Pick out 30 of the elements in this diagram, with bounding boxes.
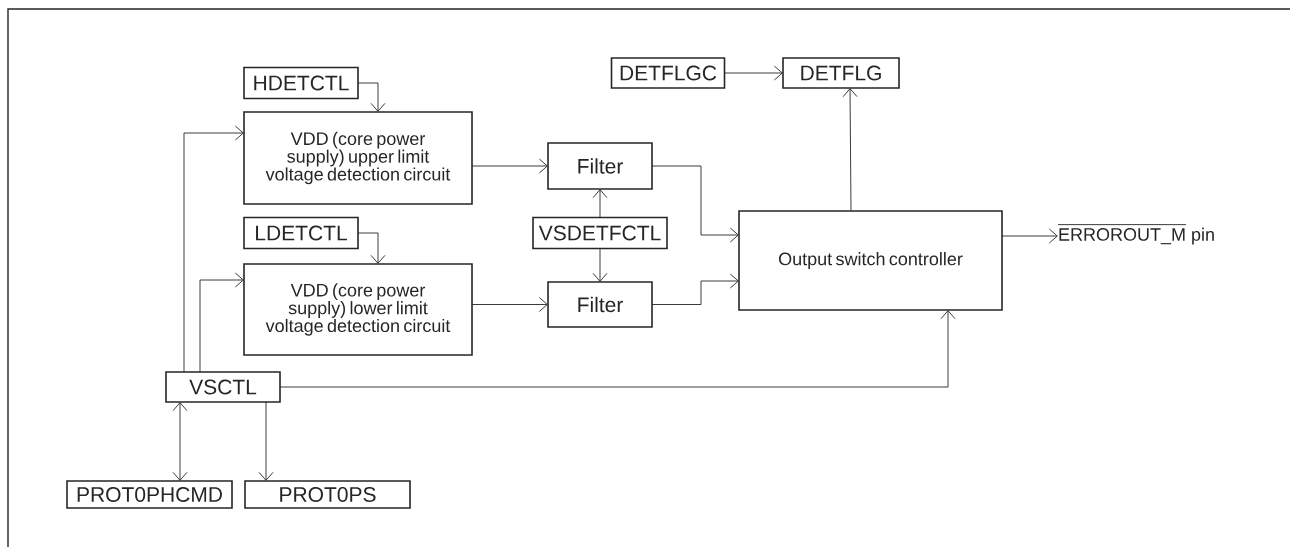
- register-box: VSCTL: [165, 371, 281, 403]
- circuit-box: VDD (core power supply) upper limit voltage detection circuit: [243, 111, 473, 205]
- register-box: VSDETFCTL: [532, 216, 668, 250]
- arrow: [471, 158, 548, 174]
- arrow: [592, 189, 608, 218]
- register-box: PROT0PHCMD: [66, 480, 233, 509]
- register-box: DETFLGC: [610, 57, 726, 89]
- arrow: [842, 88, 858, 212]
- arrow: [1001, 228, 1058, 244]
- arrow: [279, 310, 956, 388]
- arrow: [724, 65, 783, 81]
- register-box: PROT0PS: [244, 480, 411, 509]
- arrow: [172, 402, 188, 481]
- register-box: LDETCTL: [243, 216, 359, 250]
- arrow: [651, 165, 739, 243]
- arrow: [183, 125, 244, 373]
- pin-label: ERROROUT_M pin: [1057, 224, 1214, 245]
- circuit-box: VDD (core power supply) lower limit voltage detection circuit: [243, 263, 473, 356]
- arrow: [471, 297, 548, 312]
- arrow: [357, 82, 386, 112]
- filter-box: Filter: [547, 281, 653, 328]
- arrow: [199, 272, 244, 373]
- arrow: [592, 248, 608, 282]
- filter-box: Filter: [547, 142, 653, 190]
- register-box: DETFLG: [782, 57, 900, 89]
- register-box: HDETCTL: [243, 66, 359, 100]
- controller-box: Output switch controller: [738, 210, 1003, 311]
- arrow: [258, 401, 274, 481]
- arrow: [357, 232, 386, 264]
- arrow: [651, 273, 739, 305]
